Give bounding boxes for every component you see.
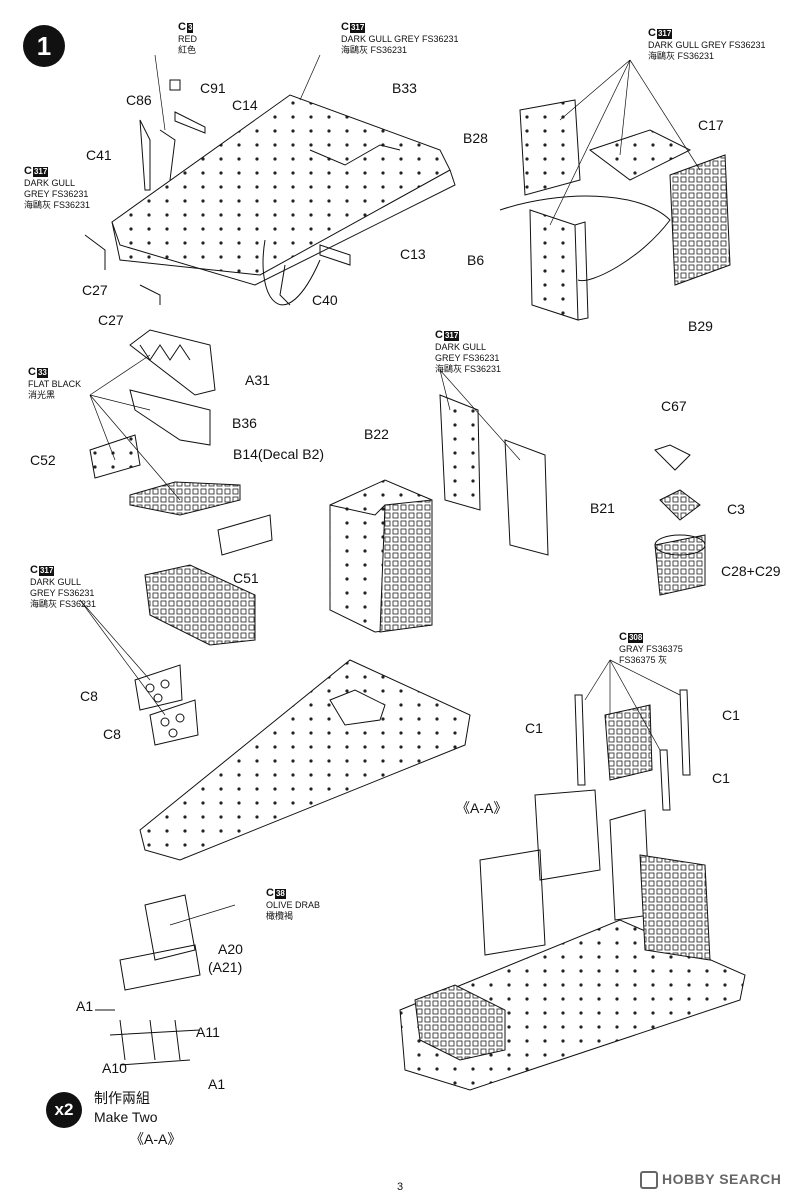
- paint-name-zh: 海鷗灰 FS36231: [30, 599, 97, 609]
- paint-name-zh: 海鷗灰 FS36231: [24, 200, 91, 210]
- paint-name: RED: [178, 34, 198, 44]
- part-label: C3: [727, 501, 745, 517]
- part-label: B29: [688, 318, 713, 334]
- part-label: A20: [218, 941, 243, 957]
- part-label: C1: [525, 720, 543, 736]
- paint-code: C: [648, 27, 656, 39]
- paint-code: C: [30, 564, 38, 576]
- make-two-en: Make Two: [94, 1109, 158, 1125]
- paint-name-zh: 海鷗灰 FS36231: [341, 45, 408, 55]
- paint-code: C: [341, 21, 349, 33]
- part-label: A11: [196, 1024, 220, 1040]
- paint-code: C: [178, 21, 186, 33]
- paint-name: OLIVE DRAB: [266, 900, 321, 910]
- paint-name-zh: 海鷗灰 FS36231: [648, 51, 715, 61]
- paint-name: GREY FS36231: [24, 189, 89, 199]
- part-label: A31: [245, 372, 270, 388]
- part-label: C28+C29: [721, 563, 781, 579]
- part-label: C1: [712, 770, 730, 786]
- hobby-search-logo-icon: [640, 1171, 658, 1189]
- paint-number: 317: [38, 566, 55, 576]
- paint-name-zh: 海鷗灰 FS36231: [435, 364, 502, 374]
- paint-number: 3: [186, 23, 194, 33]
- part-label: C27: [82, 282, 108, 298]
- part-label: C67: [661, 398, 687, 414]
- paint-name-zh: FS36375 灰: [619, 655, 668, 665]
- paint-number: 38: [274, 889, 286, 899]
- paint-code: C: [266, 887, 274, 899]
- step-number-badge: 1: [23, 25, 65, 67]
- part-label: C17: [698, 117, 724, 133]
- part-label: B28: [463, 130, 488, 146]
- paint-number: 308: [627, 633, 644, 643]
- part-label: B6: [467, 252, 485, 268]
- part-label: B14(Decal B2): [233, 446, 325, 462]
- part-label: C14: [232, 97, 258, 113]
- paint-name: GREY FS36231: [435, 353, 500, 363]
- paint-code: C: [28, 366, 36, 378]
- part-label: (A21): [208, 959, 243, 975]
- part-label: C8: [80, 688, 98, 704]
- make-two-zh: 制作兩組: [94, 1090, 150, 1106]
- paint-number: 317: [349, 23, 366, 33]
- part-label: C41: [86, 147, 112, 163]
- paint-name: DARK GULL GREY FS36231: [648, 40, 766, 50]
- part-label: C86: [126, 92, 152, 108]
- paint-name: DARK GULL: [24, 178, 76, 188]
- part-label: B21: [590, 500, 615, 516]
- part-label: A1: [208, 1076, 226, 1092]
- part-label: C40: [312, 292, 338, 308]
- part-label: C91: [200, 80, 226, 96]
- paint-name: GRAY FS36375: [619, 644, 683, 654]
- part-label: B36: [232, 415, 257, 431]
- paint-name-zh: 消光黑: [28, 390, 56, 400]
- part-label: C27: [98, 312, 124, 328]
- part-label: A1: [76, 998, 94, 1014]
- paint-number: 317: [443, 331, 460, 341]
- part-label: C52: [30, 452, 56, 468]
- paint-number: 33: [36, 368, 48, 378]
- part-label: B22: [364, 426, 389, 442]
- page-number: 3: [397, 1181, 404, 1193]
- part-label: C1: [722, 707, 740, 723]
- make-two-badge: x2: [46, 1092, 82, 1128]
- part-label: B33: [392, 80, 417, 96]
- paint-code: C: [435, 329, 443, 341]
- paint-name-zh: 紅色: [178, 45, 197, 55]
- paint-code: C: [24, 165, 32, 177]
- paint-name-zh: 橄欖褐: [266, 911, 294, 921]
- part-label: C13: [400, 246, 426, 262]
- paint-name: FLAT BLACK: [28, 379, 82, 389]
- watermark: HOBBY SEARCH: [662, 1171, 782, 1187]
- paint-code: C: [619, 631, 627, 643]
- paint-number: 317: [32, 167, 49, 177]
- paint-name: GREY FS36231: [30, 588, 95, 598]
- paint-name: DARK GULL GREY FS36231: [341, 34, 459, 44]
- paint-name: DARK GULL: [30, 577, 82, 587]
- make-two-ref: 《A-A》: [130, 1131, 182, 1147]
- view-label: 《A-A》: [456, 800, 508, 816]
- part-label: C8: [103, 726, 121, 742]
- paint-number: 317: [656, 29, 673, 39]
- part-label: A10: [102, 1060, 127, 1076]
- paint-name: DARK GULL: [435, 342, 487, 352]
- part-label: C51: [233, 570, 259, 586]
